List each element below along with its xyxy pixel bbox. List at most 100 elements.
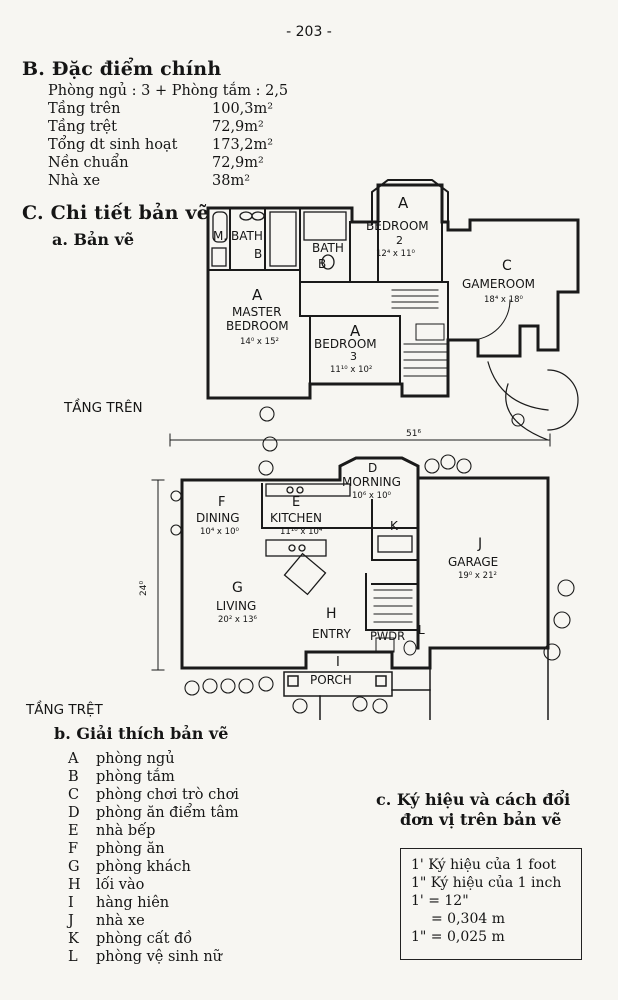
room-letter-morning: D [368,461,377,475]
legend-desc: phòng tắm [96,769,175,785]
spec-label: Phòng ngủ : 3 + Phòng tắm : 2,5 [48,83,289,99]
room-name-master-bedroom: MASTER [232,305,281,319]
legend-desc: phòng khách [96,859,191,875]
room-name-bath: BATH [312,241,344,255]
legend-desc: phòng vệ sinh nữ [96,949,223,965]
scale-note: 1" Ký hiệu của 1 inch [411,875,562,891]
upper-stairs [391,289,447,377]
spec-label: Tổng dt sinh hoạt [48,137,178,153]
scale-note: = 0,304 m [431,911,505,927]
room-number-bedroom-2: 2 [396,234,403,247]
legend-code: J [68,913,74,929]
legend-code: D [68,805,80,821]
room-letter-porch: I [336,655,340,670]
legend-desc: phòng chơi trò chơi [96,787,239,803]
ground-floor-interior-walls [261,483,419,631]
legend-desc: nhà bếp [96,823,156,839]
legend-code: I [68,895,74,911]
floor-plan-drawing: A MASTER BEDROOM 14⁰ x 15² M. BATH B BAT… [139,179,580,720]
room-size-bedroom-3: 11¹⁰ x 10² [330,365,372,375]
room-letter-garage: J [477,536,482,552]
legend-desc: hàng hiên [96,895,170,911]
room-size-kitchen: 11¹⁰ x 10⁴ [280,527,323,537]
room-letter-kitchen: E [292,495,300,510]
legend-code: E [68,823,79,839]
spec-label: Tầng trệt [48,119,117,135]
room-size-bedroom-2: 12⁴ x 11⁰ [376,249,415,259]
scale-note: 1" = 0,025 m [411,929,505,945]
upper-floor-walls [206,179,580,400]
legend-desc: nhà xe [96,913,145,929]
room-letter-bedroom-2: A [398,194,409,212]
room-size-garage: 19⁰ x 21² [458,571,497,581]
room-name-bedroom-2: BEDROOM [366,219,429,233]
section-c-title: C. Chi tiết bản vẽ [22,202,210,224]
spec-value: 173,2m² [212,137,274,153]
room-name-kitchen: KITCHEN [270,511,322,525]
subsection-a-title: a. Bản vẽ [52,230,135,249]
dimension-lines [151,433,551,671]
legend-code: H [68,877,81,893]
spec-value: 100,3m² [212,101,274,117]
room-letter-bath: B [318,257,326,271]
legend-code: F [68,841,79,857]
room-name-bedroom-3: BEDROOM [314,337,377,351]
room-letter-master-bedroom: A [252,286,263,304]
dimension-top: 51⁶ [406,429,421,439]
legend-code: B [68,769,79,785]
room-letter-storage: K [390,519,399,533]
room-number-bedroom-3: 3 [350,350,357,363]
room-size-morning: 10⁶ x 10⁰ [352,491,391,501]
legend-code: G [68,859,80,875]
bath-fixtures [211,211,347,270]
scale-notes-box: 1' Ký hiệu của 1 foot 1" Ký hiệu của 1 i… [400,848,582,960]
legend-desc: phòng ăn điểm tâm [96,805,239,821]
room-name-master-bath: M. BATH [213,229,263,243]
kitchen-counters [265,483,413,596]
room-name-powder: PWDR [370,629,405,643]
legend-code: L [68,949,78,965]
upper-floor-interior-walls [209,207,449,385]
room-letter-gameroom: C [502,258,512,274]
room-letter-living: G [232,580,243,596]
room-size-living: 20² x 13⁶ [218,615,257,625]
subsection-c-title-2: đơn vị trên bản vẽ [400,810,562,829]
upper-floor-label: TẦNG TRÊN [64,400,143,416]
room-letter-bedroom-3: A [350,322,361,340]
legend-code: C [68,787,80,803]
room-name-morning: MORNING [342,475,401,489]
room-size-master-bedroom: 14⁰ x 15² [240,337,279,347]
shrubs [170,406,575,714]
room-letter-master-bath: B [254,247,262,261]
room-size-dining: 10⁴ x 10⁰ [200,527,239,537]
legend-code: K [68,931,79,947]
room-name-living: LIVING [216,599,256,613]
legend-desc: phòng ăn [96,841,165,857]
room-size-gameroom: 18⁴ x 18⁰ [484,295,523,305]
spec-value: 72,9m² [212,155,264,171]
scale-note: 1' = 12" [411,893,469,909]
scale-note: 1' Ký hiệu của 1 foot [411,857,557,873]
room-letter-dining: F [218,495,225,510]
room-name-entry: ENTRY [312,627,351,641]
subsection-c-title: c. Ký hiệu và cách đổi [376,790,571,809]
room-letter-entry: H [326,606,337,622]
legend-desc: lối vào [96,877,145,893]
spec-label: Nhà xe [48,173,101,189]
spec-label: Tầng trên [48,101,121,117]
room-name-garage: GARAGE [448,555,498,569]
spec-value: 72,9m² [212,119,264,135]
room-name-master-bedroom-2: BEDROOM [226,319,289,333]
room-name-dining: DINING [196,511,240,525]
ground-stairs [373,589,417,656]
legend-desc: phòng ngủ [96,751,175,767]
room-name-porch: PORCH [310,673,352,687]
spec-label: Nền chuẩn [48,155,129,171]
spec-value: 38m² [212,173,251,189]
legend-desc: phòng cất đồ [96,931,193,947]
legend-code: A [68,751,79,767]
section-b-title: B. Đặc điểm chính [22,58,222,80]
dimension-side: 24⁰ [139,581,149,596]
room-letter-powder: L [418,623,425,637]
subsection-b-title: b. Giải thích bản vẽ [54,724,229,743]
